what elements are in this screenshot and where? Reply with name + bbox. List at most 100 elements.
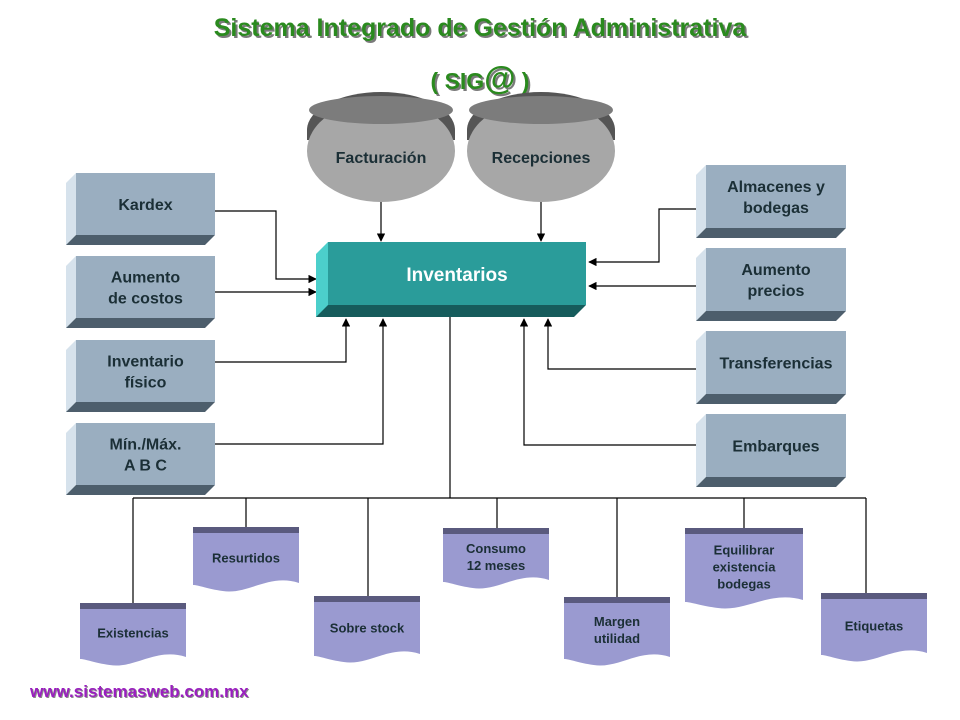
right-input-transferencias: Transferencias <box>696 331 846 404</box>
left-input-min-max-a-b-c-label-line: Mín./Máx. <box>109 436 181 453</box>
connector-transferencias <box>543 318 697 370</box>
output-consumo-12-meses-label-line: 12 meses <box>467 558 526 573</box>
left-input-inventario-fisico-label-line: físico <box>125 374 167 391</box>
source-recepciones: Recepciones <box>467 92 615 202</box>
output-equilibrar-existencia-bodegas: Equilibrar existencia bodegas <box>685 528 803 609</box>
right-input-almacenes-y-bodegas-face <box>706 165 846 228</box>
right-input-aumento-precios-bottom-bevel <box>696 311 846 321</box>
connector-kardex <box>214 210 317 284</box>
output-equilibrar-existencia-bodegas-label-line: existencia <box>713 560 777 575</box>
right-input-almacenes-y-bodegas-label-line: Almacenes y <box>727 179 825 196</box>
output-resurtidos-body <box>193 533 299 592</box>
left-input-min-max-a-b-c-left-bevel <box>66 423 76 495</box>
left-input-aumento-de-costos-face <box>76 256 215 318</box>
left-input-inventario-fisico-left-bevel <box>66 340 76 412</box>
left-input-aumento-de-costos: Aumento de costos <box>66 256 215 328</box>
right-input-aumento-precios: Aumento precios <box>696 248 846 321</box>
subtitle-at-sign: @ <box>484 60 516 96</box>
output-resurtidos-top-band <box>193 527 299 535</box>
diagram-subtitle: ( SIG@ ) <box>0 60 960 97</box>
left-input-kardex: Kardex <box>66 173 215 245</box>
center-label: Inventarios <box>406 265 507 286</box>
output-sobre-stock: Sobre stock <box>314 596 420 663</box>
subtitle-suffix: ) <box>515 68 530 94</box>
output-consumo-12-meses-top-band <box>443 528 549 536</box>
right-input-aumento-precios-label-line: Aumento <box>741 262 811 279</box>
output-equilibrar-existencia-bodegas-body <box>685 534 803 609</box>
left-input-kardex-bottom-bevel <box>66 235 215 245</box>
right-input-embarques: Embarques <box>696 414 846 487</box>
left-input-kardex-left-bevel <box>66 173 76 245</box>
right-input-embarques-face <box>706 414 846 477</box>
right-input-aumento-precios-left-bevel <box>696 248 706 321</box>
output-margen-utilidad: Margen utilidad <box>564 597 670 666</box>
right-input-transferencias-left-bevel <box>696 331 706 404</box>
output-sobre-stock-top-band <box>314 596 420 604</box>
output-margen-utilidad-label-line: Margen <box>594 614 640 629</box>
left-input-aumento-de-costos-label-line: Aumento <box>111 269 181 286</box>
left-input-min-max-a-b-c-face <box>76 423 215 485</box>
output-equilibrar-existencia-bodegas-top-band <box>685 528 803 536</box>
output-resurtidos: Resurtidos <box>193 527 299 592</box>
top-sources: Facturación Recepciones <box>307 92 615 202</box>
footer-url[interactable]: www.sistemasweb.com.mx <box>30 682 249 701</box>
output-equilibrar-existencia-bodegas-label-line: Equilibrar <box>714 543 775 558</box>
subtitle-prefix: ( SIG <box>430 68 485 94</box>
output-consumo-12-meses-body <box>443 534 549 589</box>
right-input-almacenes-y-bodegas: Almacenes y bodegas <box>696 165 846 238</box>
left-input-min-max-a-b-c-label-line: A B C <box>124 457 167 474</box>
connector-embarques <box>519 318 697 446</box>
right-input-almacenes-y-bodegas-bottom-bevel <box>696 228 846 238</box>
connector-almacenes <box>588 208 697 267</box>
right-input-embarques-label-line: Embarques <box>732 438 819 455</box>
output-etiquetas-label-line: Etiquetas <box>845 619 904 634</box>
right-input-transferencias-bottom-bevel <box>696 394 846 404</box>
left-input-kardex-face <box>76 173 215 235</box>
left-input-inventario-fisico: Inventario físico <box>66 340 215 412</box>
output-existencias-label-line: Existencias <box>97 626 169 641</box>
source-facturacion-label: Facturación <box>336 150 427 167</box>
right-input-transferencias-label-line: Transferencias <box>720 355 833 372</box>
output-sobre-stock-body <box>314 602 420 663</box>
left-input-aumento-de-costos-left-bevel <box>66 256 76 328</box>
left-input-inventario-fisico-face <box>76 340 215 402</box>
left-input-min-max-a-b-c: Mín./Máx. A B C <box>66 423 215 495</box>
output-margen-utilidad-label-line: utilidad <box>594 631 640 646</box>
right-input-embarques-bottom-bevel <box>696 477 846 487</box>
right-input-aumento-precios-label-line: precios <box>748 283 805 300</box>
right-input-embarques-left-bevel <box>696 414 706 487</box>
output-consumo-12-meses: Consumo 12 meses <box>443 528 549 589</box>
left-input-min-max-a-b-c-bottom-bevel <box>66 485 215 495</box>
output-etiquetas-top-band <box>821 593 927 601</box>
output-existencias-body <box>80 609 186 666</box>
center-inventarios: Inventarios <box>316 242 586 317</box>
source-recepciones-label: Recepciones <box>492 150 591 167</box>
output-sobre-stock-label-line: Sobre stock <box>330 621 405 636</box>
output-etiquetas-body <box>821 599 927 662</box>
output-margen-utilidad-body <box>564 603 670 666</box>
output-existencias-top-band <box>80 603 186 611</box>
right-input-almacenes-y-bodegas-label-line: bodegas <box>743 200 809 217</box>
output-existencias: Existencias <box>80 603 186 666</box>
right-input-almacenes-y-bodegas-left-bevel <box>696 165 706 238</box>
right-input-transferencias-face <box>706 331 846 394</box>
left-input-aumento-de-costos-label-line: de costos <box>108 290 183 307</box>
connector-min-max <box>214 318 388 445</box>
source-facturacion: Facturación <box>307 92 455 202</box>
output-equilibrar-existencia-bodegas-label-line: bodegas <box>717 577 770 592</box>
connectors <box>132 185 867 608</box>
right-input-aumento-precios-face <box>706 248 846 311</box>
output-consumo-12-meses-label-line: Consumo <box>466 541 526 556</box>
left-input-kardex-label-line: Kardex <box>118 197 172 214</box>
output-resurtidos-label-line: Resurtidos <box>212 551 280 566</box>
left-input-aumento-de-costos-bottom-bevel <box>66 318 215 328</box>
left-input-inventario-fisico-bottom-bevel <box>66 402 215 412</box>
diagram-title: Sistema Integrado de Gestión Administrat… <box>213 14 747 42</box>
output-margen-utilidad-top-band <box>564 597 670 605</box>
connector-inventario-fisico <box>214 318 351 363</box>
left-input-inventario-fisico-label-line: Inventario <box>107 353 184 370</box>
